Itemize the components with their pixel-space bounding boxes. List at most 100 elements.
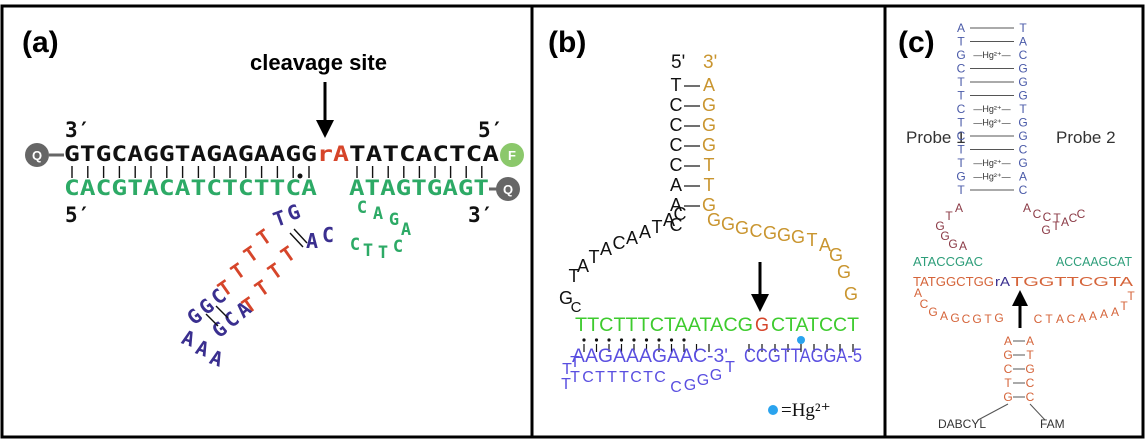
wobble-dot bbox=[297, 173, 303, 179]
base-letter: A bbox=[1004, 334, 1012, 348]
loop-pair-line bbox=[293, 228, 308, 244]
base-letter: A bbox=[1019, 35, 1027, 49]
bottom-strand-right-b: CCGTTAGGA-5 bbox=[744, 346, 862, 367]
bottom-left-arm: CACGTACATCTCTTCA bbox=[64, 176, 317, 200]
panel-c-label: (c) bbox=[898, 26, 935, 59]
base-letter: A bbox=[1061, 215, 1069, 229]
base-letter: T bbox=[725, 359, 735, 376]
base-letter: G bbox=[791, 227, 805, 247]
base-letter: G bbox=[1003, 390, 1012, 404]
panel-c-border bbox=[883, 4, 1145, 439]
base-letter: G bbox=[935, 219, 944, 233]
probe-1-label: Probe 1 bbox=[906, 128, 966, 147]
base-letter: —Hg²⁺— bbox=[973, 158, 1010, 168]
base-letter: G bbox=[1003, 348, 1012, 362]
fluorophore-label: F bbox=[508, 148, 516, 163]
base-letter: T bbox=[1120, 299, 1128, 313]
base-letter: T bbox=[643, 369, 653, 386]
base-letter: T bbox=[363, 241, 373, 261]
fam-linker bbox=[1029, 403, 1046, 421]
base-letter: C bbox=[670, 155, 683, 175]
hg-stem: ATGCTTCTCTTGTTACGGGTGGCGAC—Hg²⁺——Hg²⁺——H… bbox=[956, 21, 1027, 197]
base-letter: A bbox=[959, 239, 967, 253]
base-letter: A bbox=[1019, 170, 1027, 184]
fam-label: FAM bbox=[1040, 417, 1065, 431]
bottom-right-arm: ATAGTGAGT bbox=[349, 176, 489, 200]
bottom-strand-3prime: 3′ bbox=[468, 203, 493, 227]
base-letter: G bbox=[707, 210, 721, 230]
base-letter: C bbox=[1043, 210, 1052, 224]
green-left-c: ATACCGAC bbox=[913, 254, 983, 269]
base-letter: T bbox=[239, 241, 263, 268]
wobble-dot bbox=[594, 338, 599, 342]
orange-ra-c: rA bbox=[995, 274, 1010, 289]
green-strand-left: TTCTTTCTAATACG bbox=[575, 315, 753, 336]
base-letter: G bbox=[1018, 116, 1027, 130]
base-letter: —Hg²⁺— bbox=[973, 50, 1010, 60]
base-letter: T bbox=[607, 369, 617, 386]
base-letter: G bbox=[777, 225, 791, 245]
base-letter: A bbox=[1026, 334, 1034, 348]
orange-left-c: TATGGCTGG bbox=[913, 274, 994, 289]
base-letter: G bbox=[956, 48, 965, 62]
base-letter: A bbox=[663, 210, 675, 230]
base-letter: C bbox=[1026, 390, 1035, 404]
base-letter: T bbox=[1053, 211, 1061, 225]
base-letter: G bbox=[1018, 75, 1027, 89]
base-pair-ticks-b bbox=[582, 338, 854, 352]
base-letter: C bbox=[957, 129, 966, 143]
base-letter: G bbox=[844, 284, 858, 304]
base-letter: —Hg²⁺— bbox=[973, 172, 1010, 182]
base-letter: G bbox=[702, 135, 716, 155]
base-letter: T bbox=[957, 35, 965, 49]
base-letter: C bbox=[670, 135, 683, 155]
base-letter: T bbox=[704, 175, 715, 195]
base-letter: C bbox=[1034, 312, 1043, 326]
base-letter: G bbox=[702, 115, 716, 135]
base-letter: T bbox=[226, 258, 250, 285]
base-letter: T bbox=[252, 224, 276, 251]
base-letter: T bbox=[589, 247, 600, 267]
base-letter: G bbox=[702, 195, 716, 215]
base-letter: G bbox=[1018, 156, 1027, 170]
base-letter: T bbox=[957, 143, 965, 157]
base-letter: G bbox=[837, 262, 851, 282]
base-letter: G bbox=[721, 214, 735, 234]
base-letter: T bbox=[595, 369, 605, 386]
base-letter: G bbox=[559, 288, 573, 308]
base-letter: G bbox=[829, 245, 843, 265]
base-letter: T bbox=[1004, 376, 1012, 390]
bottom-strand-left-b: AAGAAAGAAC-3' bbox=[572, 346, 728, 367]
base-letter: T bbox=[276, 241, 300, 268]
top-strand-3prime: 3′ bbox=[65, 118, 90, 142]
base-letter: C bbox=[957, 102, 966, 116]
wobble-dot bbox=[619, 338, 624, 342]
cleavage-arrow-c bbox=[1012, 290, 1028, 328]
base-letter: A bbox=[639, 222, 651, 242]
base-letter: G bbox=[763, 223, 777, 243]
base-letter: C bbox=[1026, 376, 1035, 390]
quencher-left: Q bbox=[25, 143, 49, 167]
base-letter: A bbox=[955, 201, 963, 215]
base-letter: A bbox=[819, 235, 831, 255]
base-letter: A bbox=[1111, 305, 1119, 319]
base-letter: A bbox=[1023, 201, 1031, 215]
base-letter: A bbox=[626, 228, 638, 248]
wobble-dot bbox=[607, 338, 611, 342]
base-letter: C bbox=[322, 223, 334, 247]
base-letter: T bbox=[1026, 348, 1034, 362]
base-letter: G bbox=[972, 312, 981, 326]
base-letter: G bbox=[735, 218, 749, 238]
base-letter: A bbox=[670, 195, 682, 215]
quencher-right: Q bbox=[496, 177, 520, 201]
panel-a-label: (a) bbox=[22, 26, 59, 59]
base-letter: G bbox=[1018, 62, 1027, 76]
base-letter: A bbox=[1056, 312, 1064, 326]
base-letter: G bbox=[702, 95, 716, 115]
base-letter: C bbox=[1004, 362, 1013, 376]
base-letter: C bbox=[630, 369, 642, 386]
